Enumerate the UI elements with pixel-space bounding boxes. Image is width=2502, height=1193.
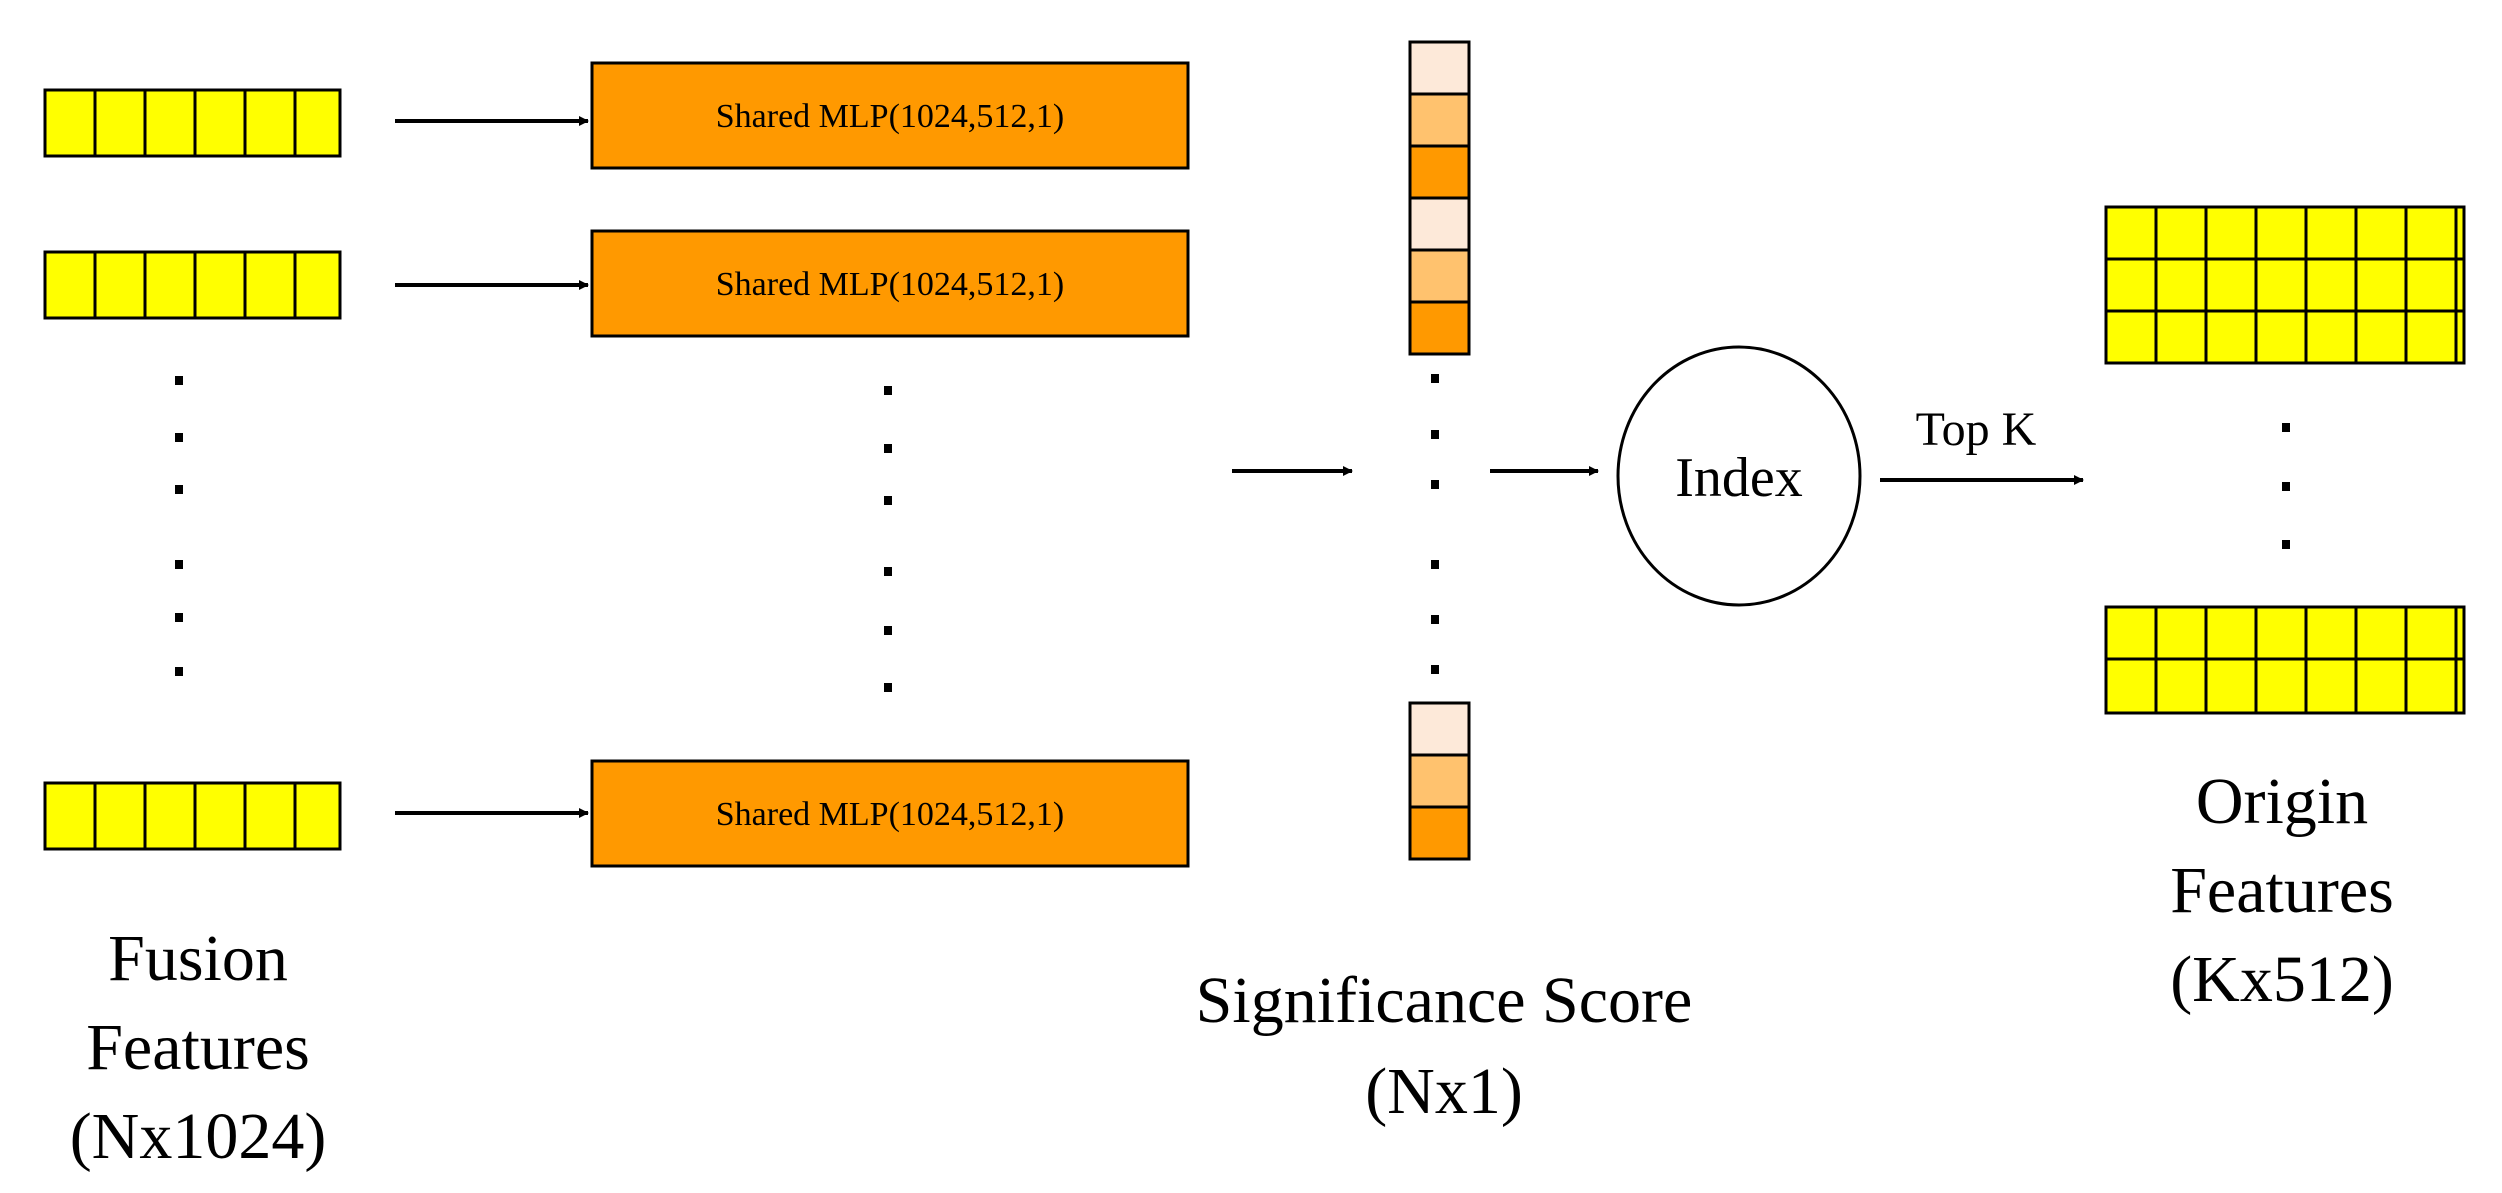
score-column-top — [1408, 40, 1471, 356]
score-column-bottom — [1408, 701, 1471, 861]
mlp-block-label: Shared MLP(1024,512,1) — [716, 98, 1064, 135]
mlp-ellipsis-dots — [884, 386, 892, 692]
fusion-feature-row-2 — [43, 250, 342, 320]
topk-label: Top K — [1916, 403, 2037, 456]
score-caption-line1: Significance Score — [1196, 964, 1693, 1037]
fusion-caption-line1: Fusion — [108, 922, 288, 995]
origin-feature-grid-bottom — [2104, 605, 2466, 715]
index-label: Index — [1675, 447, 1803, 509]
fusion-caption-line2: Features — [86, 1011, 310, 1084]
origin-features-caption: Origin Features (Kx512) — [2170, 765, 2394, 1016]
mlp-block-2: Shared MLP(1024,512,1) — [590, 229, 1190, 338]
origin-ellipsis-dots — [2282, 423, 2290, 549]
origin-caption-line1: Origin — [2196, 765, 2368, 838]
significance-score-caption: Significance Score (Nx1) — [1196, 964, 1693, 1128]
fusion-features-caption: Fusion Features (Nx1024) — [70, 922, 327, 1173]
origin-feature-grid-top-rows — [2104, 257, 2466, 365]
origin-feature-grid-top — [2104, 205, 2466, 261]
mlp-block-label: Shared MLP(1024,512,1) — [716, 796, 1064, 833]
fusion-feature-row-n — [43, 781, 342, 851]
fusion-feature-row-1 — [43, 88, 342, 158]
origin-caption-line2: Features — [2170, 854, 2394, 927]
score-caption-line2: (Nx1) — [1365, 1055, 1523, 1128]
mlp-block-label: Shared MLP(1024,512,1) — [716, 266, 1064, 303]
fusion-to-mlp-arrows — [395, 116, 589, 818]
fusion-ellipsis-dots — [175, 376, 183, 676]
mlp-block-1: Shared MLP(1024,512,1) — [590, 61, 1190, 170]
origin-caption-line3: (Kx512) — [2170, 943, 2394, 1016]
fusion-caption-line3: (Nx1024) — [70, 1100, 327, 1173]
index-node: Index — [1616, 345, 1862, 607]
mlp-block-n: Shared MLP(1024,512,1) — [590, 759, 1190, 868]
score-ellipsis-dots — [1431, 374, 1439, 674]
